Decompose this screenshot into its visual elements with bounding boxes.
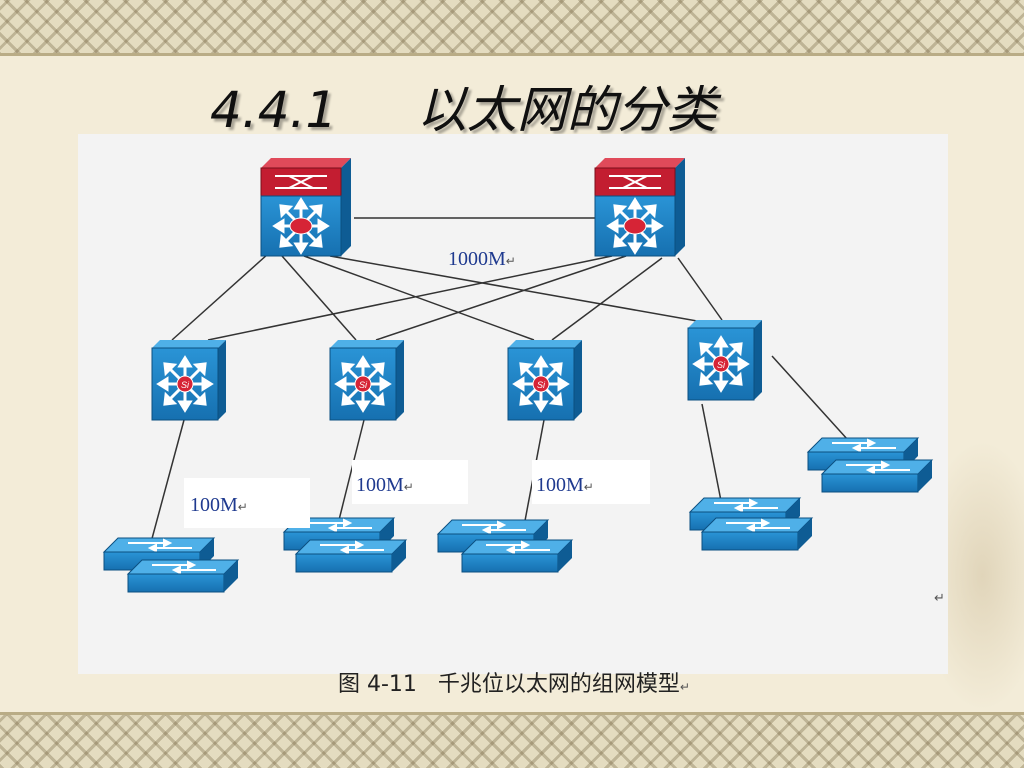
core2-dist1-link <box>207 255 613 341</box>
core-switch-1-icon <box>260 158 351 257</box>
dist4-access4-link <box>701 403 723 507</box>
svg-text:Si: Si <box>181 380 190 390</box>
access-switch-group-4 <box>689 497 813 551</box>
uplink-speed-label: 1000M↵ <box>448 248 516 270</box>
core2-dist3-link <box>551 257 663 341</box>
access-switch-icon <box>127 559 239 593</box>
core2-dist4-link <box>677 257 723 321</box>
access-switch-icon <box>821 459 933 493</box>
core1-dist4-link <box>329 255 715 325</box>
access-switch-icon <box>701 517 813 551</box>
svg-text:Si: Si <box>717 360 726 370</box>
downlink-label-box-3 <box>532 460 650 504</box>
core1-dist1-link <box>171 253 269 341</box>
downlink-label-box-1 <box>184 478 310 528</box>
access-switch-group-5 <box>807 437 933 493</box>
distribution-switch-3-icon: Si <box>507 340 582 421</box>
paragraph-mark: ↵ <box>934 590 945 605</box>
access-switch-group-3 <box>437 519 573 573</box>
downlink-label-box-2 <box>352 460 468 504</box>
distribution-switch-2-icon: Si <box>329 340 404 421</box>
core1-dist3-link <box>303 255 535 341</box>
core2-dist2-link <box>375 255 627 341</box>
access-switch-icon <box>461 539 573 573</box>
downlink-speed-label-2: 100M↵ <box>356 474 414 496</box>
dist2-access2-link <box>337 419 365 525</box>
distribution-switch-4-icon: Si <box>687 320 762 401</box>
network-diagram: Si Si Si Si <box>103 158 933 593</box>
dist4-access5-link <box>771 355 849 441</box>
downlink-speed-label-1: 100M↵ <box>190 494 248 516</box>
top-decorative-border <box>0 0 1024 56</box>
dist1-access1-link <box>149 419 185 547</box>
access-switch-group-1 <box>103 537 239 593</box>
core-switch-2-icon <box>594 158 685 257</box>
slide-title: 4.4.1 以太网的分类 <box>210 81 717 139</box>
network-diagram-figure: Si Si Si Si <box>78 134 948 697</box>
core1-dist2-link <box>281 255 357 341</box>
downlink-speed-label-3: 100M↵ <box>536 474 594 496</box>
access-switch-icon <box>295 539 407 573</box>
link-lines <box>149 217 849 547</box>
bottom-decorative-border <box>0 712 1024 768</box>
svg-text:Si: Si <box>537 380 546 390</box>
figure-caption: 图 4-11 千兆位以太网的组网模型↵ <box>337 672 690 697</box>
distribution-switch-1-icon: Si <box>151 340 226 421</box>
svg-text:Si: Si <box>359 380 368 390</box>
